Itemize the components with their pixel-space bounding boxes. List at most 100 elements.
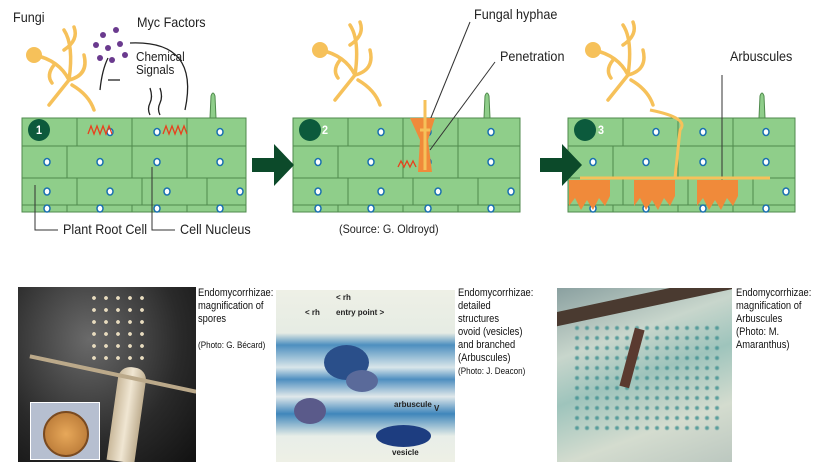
cell-nucleus	[153, 157, 161, 167]
cell-nucleus	[216, 157, 224, 167]
caption-line: spores	[198, 313, 227, 325]
caption-line: Endomycorrhizae:	[736, 287, 812, 299]
cell-nucleus	[487, 204, 495, 213]
cell-nucleus	[216, 127, 224, 137]
cell-nucleus	[314, 204, 322, 213]
arbuscules-label: Arbuscules	[730, 48, 793, 64]
signals-text: Signals	[136, 62, 175, 77]
myc-factor	[93, 42, 99, 48]
caption-line: Endomycorrhizae:	[198, 287, 274, 299]
penetration-label: Penetration	[500, 48, 565, 64]
signal-zigzag	[162, 124, 188, 136]
photo-3-caption: Endomycorrhizae: magnification of Arbusc…	[736, 287, 813, 352]
signal-zigzag	[397, 159, 417, 169]
cell-nucleus	[377, 127, 385, 137]
caption-line: structures	[458, 313, 500, 325]
cell-nucleus	[377, 187, 385, 196]
rh-label: < rh	[336, 293, 351, 302]
cell-nucleus	[699, 204, 707, 213]
cell-nucleus	[652, 127, 660, 137]
caption-line: ovoid (vesicles)	[458, 326, 523, 338]
caption-line: (Arbuscules)	[458, 352, 511, 364]
caption-line: magnification of	[198, 300, 264, 312]
signal-arrow	[129, 42, 189, 111]
cell-nucleus	[163, 187, 171, 196]
myc-factor	[100, 32, 106, 38]
root-tissue	[22, 118, 246, 212]
arbuscule-label: arbuscule	[394, 400, 432, 409]
cell-nucleus	[589, 157, 597, 167]
spores-photo	[18, 287, 196, 462]
cell-nucleus	[434, 187, 442, 196]
fungal-hyphae	[591, 20, 655, 107]
arbuscule	[625, 180, 675, 210]
cell-nucleus	[367, 204, 375, 213]
spore-inset	[30, 402, 100, 460]
step-badge	[28, 119, 50, 141]
cell-nucleus	[782, 187, 790, 196]
cell-nucleus	[43, 157, 51, 167]
arbuscule	[690, 180, 738, 210]
arbuscules-photo	[557, 288, 732, 462]
step-1-number: 1	[36, 123, 43, 137]
cell-nucleus	[96, 157, 104, 167]
cell-nucleus	[487, 127, 495, 137]
cell-nucleus	[762, 204, 770, 213]
fungal-hyphae-label: Fungal hyphae	[474, 6, 558, 22]
intercellular-hypha	[580, 108, 770, 180]
myc-factor	[122, 52, 128, 58]
cell-nucleus	[487, 157, 495, 167]
cell-nucleus-label: Cell Nucleus	[180, 221, 251, 237]
cell-nucleus	[43, 187, 51, 196]
root-hair	[209, 92, 217, 119]
myc-factor	[117, 41, 123, 47]
root-tissue	[293, 118, 520, 212]
step-3-number: 3	[598, 123, 605, 137]
plant-root-cell-label: Plant Root Cell	[63, 221, 148, 237]
cell-row	[567, 204, 796, 213]
myc-factor	[97, 55, 103, 61]
cell-row	[21, 204, 247, 213]
fungi-label: Fungi	[13, 9, 45, 25]
root-hair	[483, 92, 491, 119]
vesicle-label: vesicle	[392, 448, 419, 457]
caption-line: magnification of	[736, 300, 802, 312]
cell-nucleus	[216, 204, 224, 213]
caption-line: and branched	[458, 339, 516, 351]
cell-nucleus	[367, 157, 375, 167]
cell-nucleus	[43, 204, 51, 213]
signal-arrow	[99, 57, 109, 91]
progression-arrow	[540, 144, 582, 186]
cell-nucleus	[314, 157, 322, 167]
myc-factor	[105, 45, 111, 51]
strigolactone-arrows	[147, 87, 163, 116]
photo-credit: (Photo: J. Deacon)	[458, 366, 526, 377]
cell-nucleus	[96, 204, 104, 213]
spore-cluster	[88, 292, 148, 362]
fungal-hyphae	[318, 20, 382, 107]
cell-nucleus	[236, 187, 244, 196]
arbuscule	[569, 180, 610, 210]
rh-label: < rh	[305, 308, 320, 317]
hypha-penetrating	[420, 100, 430, 170]
root-hair	[758, 92, 766, 119]
cell-nucleus	[762, 127, 770, 137]
cell-nucleus	[424, 204, 432, 213]
leader-line	[429, 21, 471, 121]
entry-point-label: entry point >	[336, 308, 385, 317]
cell-nucleus	[762, 157, 770, 167]
caption-line: detailed	[458, 300, 491, 312]
signal-zigzag	[87, 124, 113, 136]
caption-line: Arbuscules	[736, 313, 783, 325]
caption-line: (Photo: M.	[736, 326, 780, 338]
photo-credit: (Photo: G. Bécard)	[198, 340, 266, 351]
vesicles-photo: < rh < rh entry point > arbuscule V vesi…	[276, 290, 455, 462]
photo-2-caption: Endomycorrhizae: detailed structures ovo…	[458, 287, 547, 378]
myc-factor	[113, 27, 119, 33]
step-badge	[574, 119, 596, 141]
progression-arrow	[252, 144, 294, 186]
chemical-text: Chemical	[136, 49, 185, 64]
step-2-number: 2	[322, 123, 329, 137]
